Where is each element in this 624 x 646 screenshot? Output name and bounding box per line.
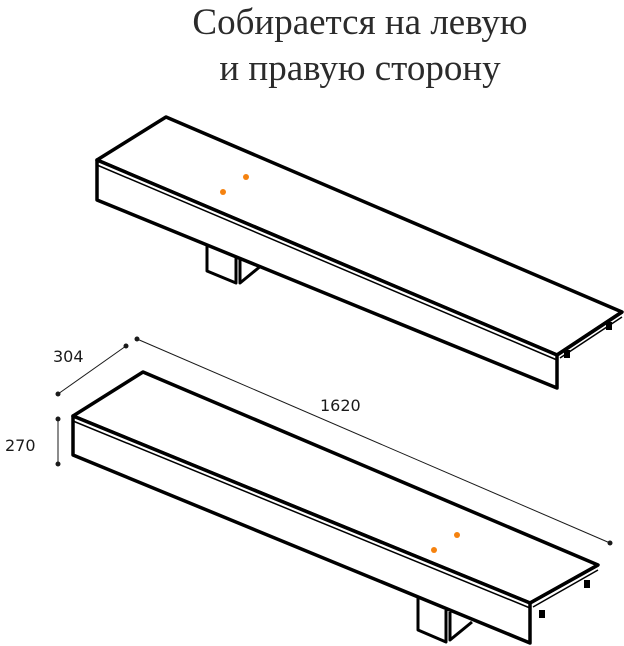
page-title: Собирается на левую и правую сторону — [130, 0, 590, 92]
bottom-shelf-front-face — [71, 414, 532, 645]
dimension-height-label: 270 — [5, 436, 36, 455]
top-shelf-top-face — [95, 115, 624, 357]
marker-dot — [220, 189, 226, 195]
bottom-shelf-bracket — [416, 597, 473, 644]
marker-dot — [454, 532, 460, 538]
top-shelf-front-face — [95, 158, 559, 390]
dimension-depth-label: 304 — [53, 347, 84, 366]
marker-dot — [243, 174, 249, 180]
dimension-lines — [55, 336, 613, 546]
title-line-2: и правую сторону — [219, 48, 501, 89]
marker-dot — [431, 547, 437, 553]
bottom-shelf — [71, 370, 600, 645]
top-shelf — [95, 115, 624, 390]
dimension-length-label: 1620 — [320, 396, 361, 415]
title-line-1: Собирается на левую — [192, 2, 528, 43]
